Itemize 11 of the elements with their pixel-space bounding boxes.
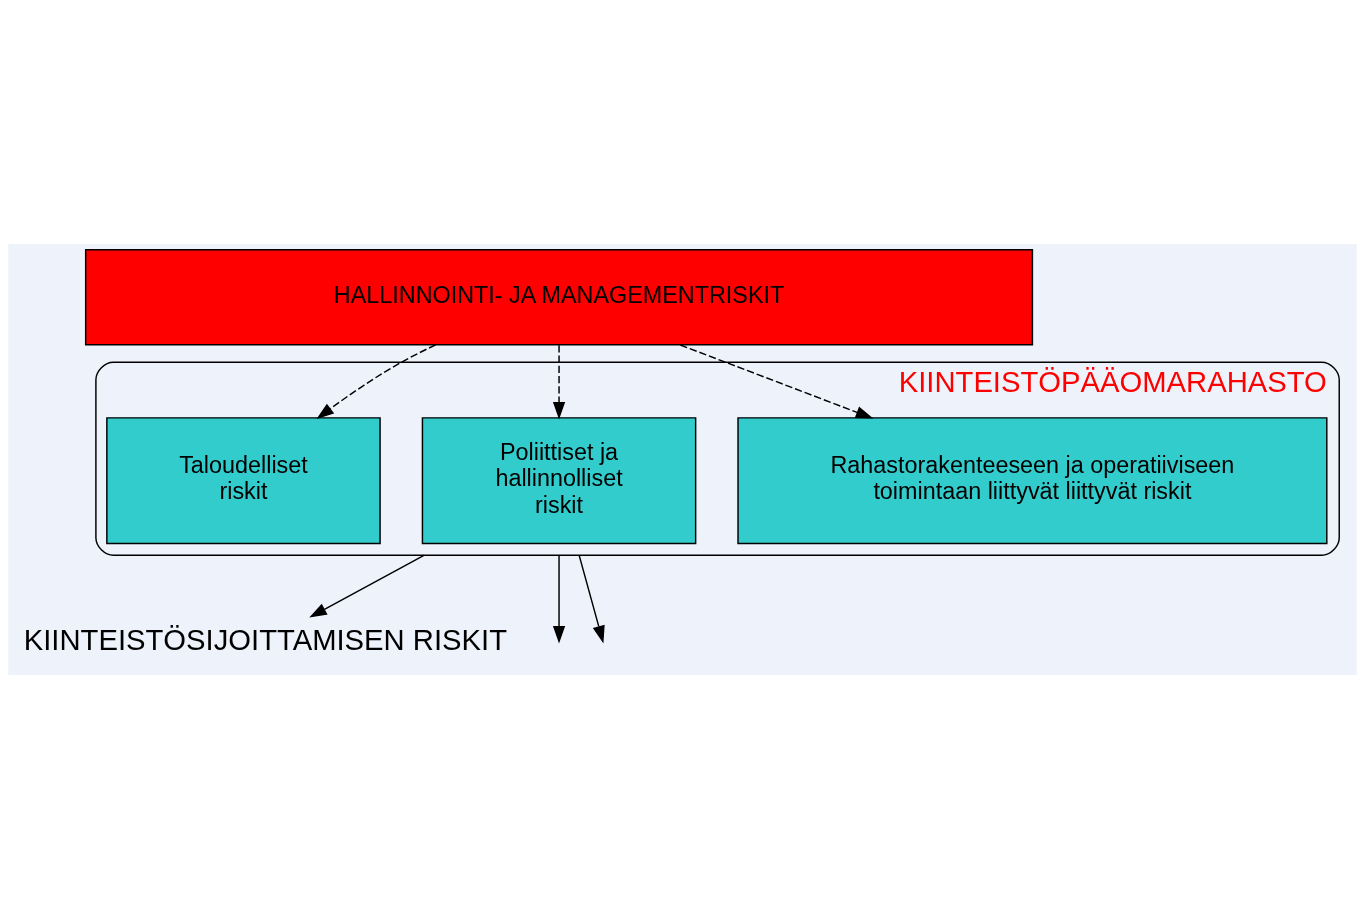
node-box: HALLINNOINTI- JA MANAGEMENTRISKIT xyxy=(84,248,1034,346)
arrow xyxy=(316,343,437,419)
node-box: Taloudelliset riskit xyxy=(106,416,381,544)
node-box: Rahastorakenteeseen ja operatiiviseen toimintaan liittyvät liittyvät riskit xyxy=(737,416,1328,544)
arrow xyxy=(552,553,566,643)
node-box: Poliittiset ja hallinnolliset riskit xyxy=(421,416,697,544)
arrow xyxy=(578,553,605,643)
arrow xyxy=(309,553,426,618)
arrow xyxy=(679,343,874,419)
node-text: KIINTEISTÖSIJOITTAMISEN RISKIT xyxy=(23,623,507,656)
arrow xyxy=(552,344,566,419)
